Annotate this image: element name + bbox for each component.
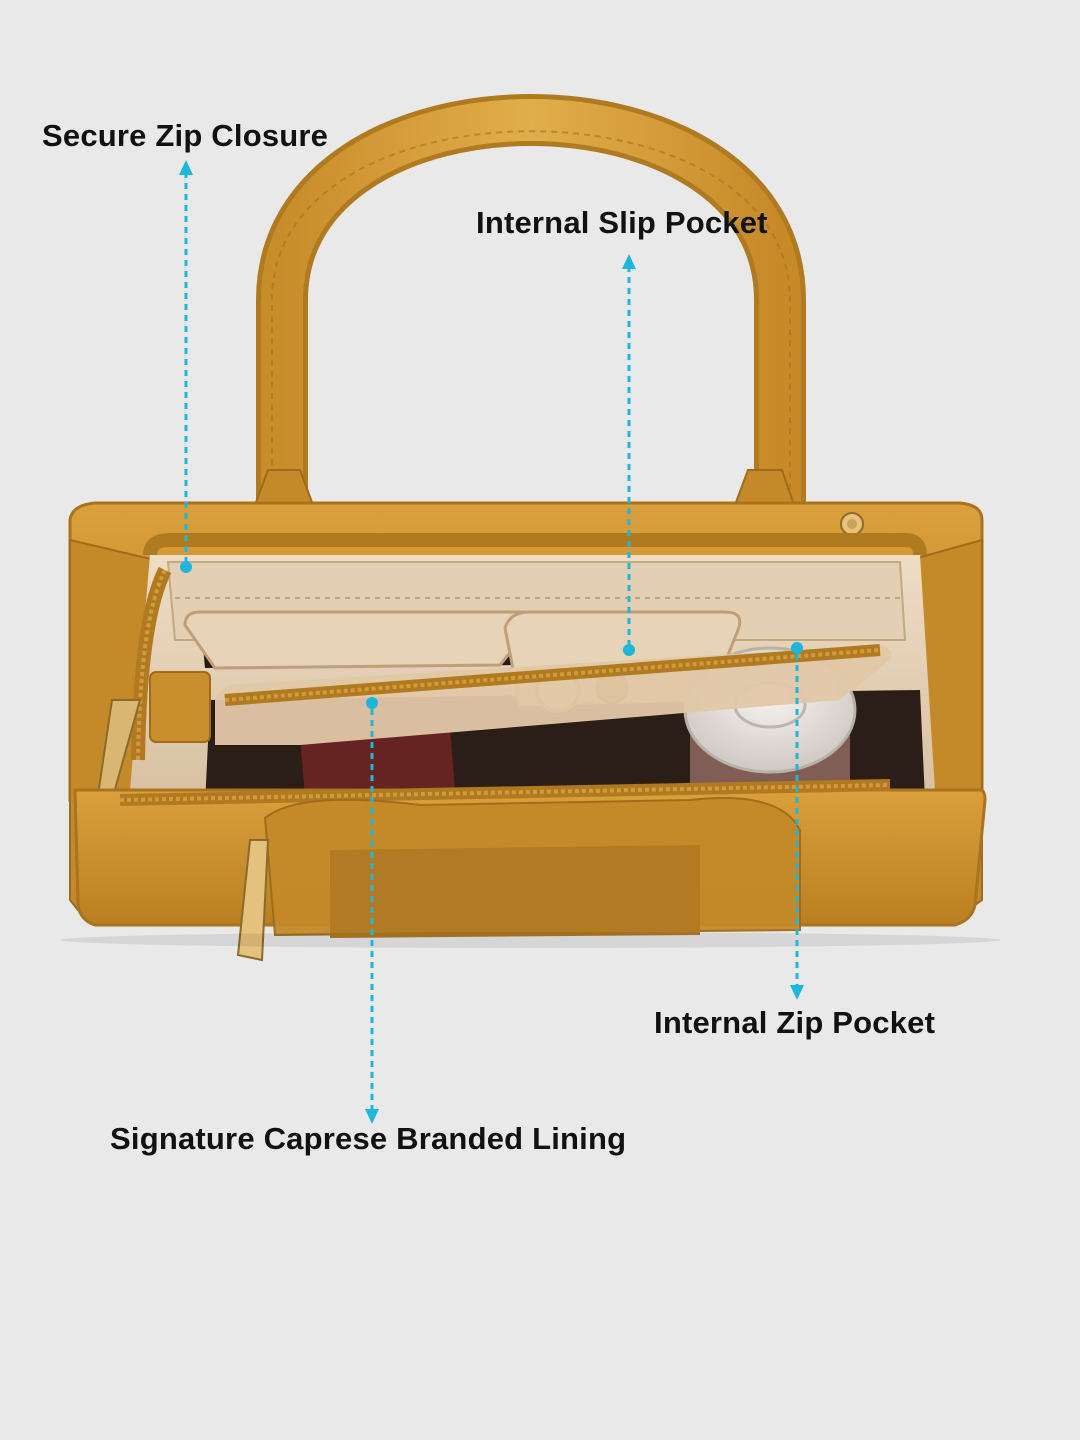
callout-secure-zip-closure: Secure Zip Closure xyxy=(42,118,329,153)
internal-zip-pocket xyxy=(215,644,892,745)
bag-front-panel xyxy=(60,779,1000,962)
zip-closure xyxy=(96,566,211,802)
callout-pointers xyxy=(179,160,804,1124)
arrow-up-icon xyxy=(622,254,636,269)
callout-internal-zip-pocket: Internal Zip Pocket xyxy=(654,1005,936,1040)
arrow-down-icon xyxy=(790,985,804,1000)
callout-branded-lining: Signature Caprese Branded Lining xyxy=(110,1121,627,1156)
arrow-down-icon xyxy=(365,1109,379,1124)
bag-handle xyxy=(240,94,808,546)
callout-internal-slip-pocket: Internal Slip Pocket xyxy=(476,205,768,240)
arrow-up-icon xyxy=(179,160,193,175)
